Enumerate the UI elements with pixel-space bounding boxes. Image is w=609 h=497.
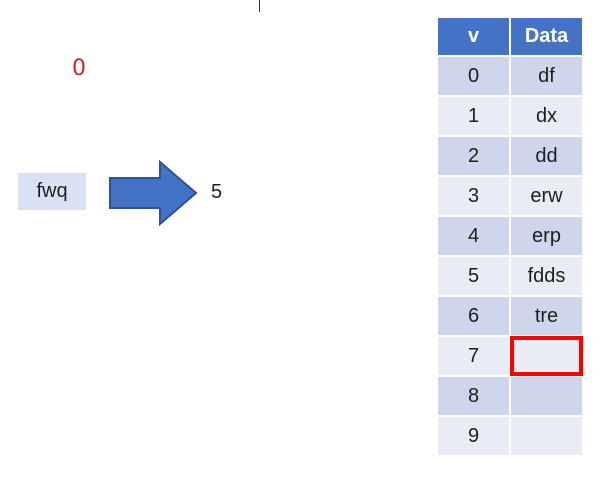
cell-v: 4: [438, 217, 509, 255]
cell-data: [511, 417, 582, 455]
table-row: 3 erw: [438, 177, 582, 215]
cell-data: erw: [511, 177, 582, 215]
cell-data: erp: [511, 217, 582, 255]
lookup-table: v Data 0 df 1 dx 2 dd 3 erw 4 erp 5 fdds: [436, 16, 584, 457]
header-data: Data: [511, 18, 582, 55]
cell-data: [511, 377, 582, 415]
header-v: v: [438, 18, 509, 55]
red-zero-mark: 0: [72, 56, 86, 81]
cell-v: 2: [438, 137, 509, 175]
input-key-label: fwq: [36, 180, 68, 202]
cell-data: fdds: [511, 257, 582, 295]
right-arrow-icon: [109, 160, 198, 226]
table-row: 8: [438, 377, 582, 415]
table-row: 1 dx: [438, 97, 582, 135]
cell-data: tre: [511, 297, 582, 335]
cell-data: df: [511, 57, 582, 95]
cell-data: dd: [511, 137, 582, 175]
cell-v: 6: [438, 297, 509, 335]
table-row: 4 erp: [438, 217, 582, 255]
cell-v: 3: [438, 177, 509, 215]
cell-v: 0: [438, 57, 509, 95]
table-row: 9: [438, 417, 582, 455]
table-row: 2 dd: [438, 137, 582, 175]
input-key-box: fwq: [18, 173, 86, 210]
highlighted-empty-cell: [510, 336, 583, 376]
table-row: 7: [438, 336, 583, 376]
cell-v: 1: [438, 97, 509, 135]
cell-v: 8: [438, 377, 509, 415]
table-row: 5 fdds: [438, 257, 582, 295]
cell-v: 9: [438, 417, 509, 455]
table-row: 0 df: [438, 57, 582, 95]
table-row: 6 tre: [438, 297, 582, 335]
text-cursor-mark: [259, 0, 260, 12]
cell-data: dx: [511, 97, 582, 135]
table-header-row: v Data: [438, 18, 582, 55]
cell-v: 5: [438, 257, 509, 295]
result-value: 5: [211, 181, 223, 203]
cell-v: 7: [438, 337, 509, 375]
